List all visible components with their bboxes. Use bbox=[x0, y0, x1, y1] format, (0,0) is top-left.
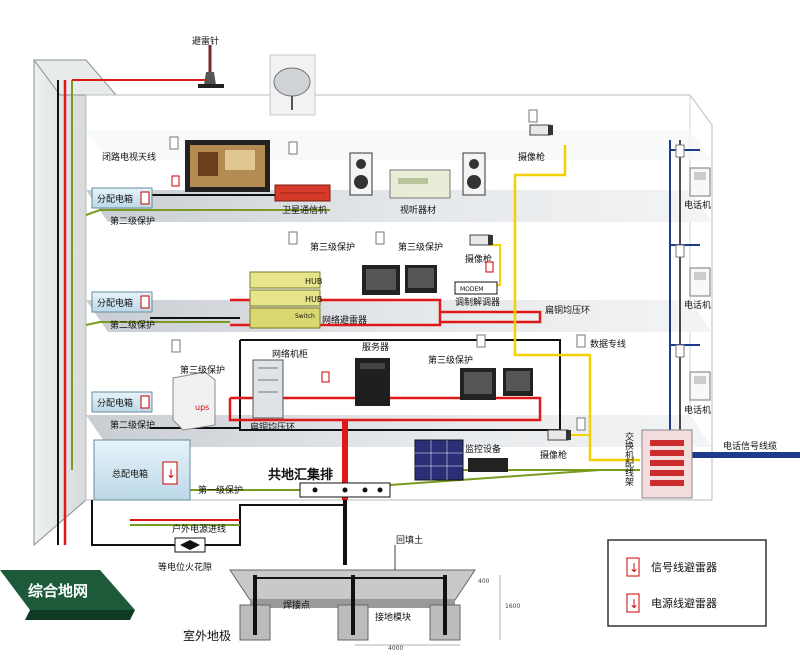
ups-unit: ups bbox=[172, 371, 216, 431]
camera-1-label: 摄像枪 bbox=[518, 151, 545, 163]
dim-1600: 1600 bbox=[505, 603, 520, 610]
network-cabinet: 网络机柜 bbox=[252, 348, 308, 419]
third-protect-3-label: 第三级保护 bbox=[180, 364, 225, 376]
dist-box-1-label: 分配电箱 bbox=[97, 193, 133, 205]
outdoor-ground-label: 室外地极 bbox=[183, 628, 231, 643]
cctv-antenna-label: 闭路电视天线 bbox=[102, 151, 156, 163]
second-protect-1-label: 第二级保护 bbox=[110, 215, 155, 227]
cctv-monitor: 闭路电视天线 bbox=[102, 140, 270, 192]
main-box-label: 总配电箱 bbox=[112, 468, 148, 480]
lightning-rod: 避雷针 bbox=[192, 35, 224, 88]
ground-bus-bar: 共地汇集排 bbox=[268, 467, 391, 498]
modem-label: 调制解调器 bbox=[455, 296, 500, 308]
camera-2-label: 摄像枪 bbox=[465, 253, 492, 265]
phone-cable-label: 电话信号线缆 bbox=[723, 440, 777, 452]
outdoor-power-label: 户外电源进线 bbox=[172, 523, 226, 535]
exchange-frame: 交换机配线架 电话信号线缆 bbox=[623, 429, 777, 499]
modem: MODEM 调制解调器 bbox=[454, 281, 500, 308]
phone-2: 电话机 bbox=[684, 267, 711, 311]
dist-box-3-label: 分配电箱 bbox=[97, 397, 133, 409]
first-protect-label: 第一级保护 bbox=[198, 484, 243, 496]
arrester-icons bbox=[169, 109, 685, 431]
second-protect-3-label: 第二级保护 bbox=[110, 419, 155, 431]
copper-ring-2-label: 扁铜均压环 bbox=[250, 421, 295, 433]
net-cabinet-label: 网络机柜 bbox=[272, 348, 308, 360]
modem-tag: MODEM bbox=[460, 286, 484, 293]
svg-text:↓: ↓ bbox=[629, 561, 639, 575]
third-protect-2-label: 第三级保护 bbox=[398, 241, 443, 253]
switch-label: Switch bbox=[295, 313, 315, 320]
satellite-device-label: 卫星通信机 bbox=[282, 204, 327, 216]
lightning-rod-label: 避雷针 bbox=[192, 35, 219, 47]
hub-2-label: HUB bbox=[305, 295, 322, 304]
ups-label: ups bbox=[195, 403, 209, 412]
ground-grid-label: 综合地网 bbox=[28, 582, 88, 600]
server-label: 服务器 bbox=[362, 341, 389, 353]
distribution-boxes: 分配电箱 第二级保护 分配电箱 第二级保护 分配电箱 第二级保护 bbox=[91, 187, 155, 431]
third-protect-4-label: 第三级保护 bbox=[428, 354, 473, 366]
ground-grid: 综合地网 bbox=[0, 570, 135, 620]
exchange-label: 交换机配线架 bbox=[623, 431, 634, 487]
ground-bus-label: 共地汇集排 bbox=[268, 467, 333, 483]
dist-box-2-label: 分配电箱 bbox=[97, 297, 133, 309]
dist-box-3: 分配电箱 第二级保护 bbox=[91, 391, 155, 431]
phone-3-label: 电话机 bbox=[684, 404, 711, 416]
legend-signal-label: 信号线避雷器 bbox=[651, 560, 717, 574]
svg-text:↓: ↓ bbox=[166, 467, 176, 481]
dim-4000: 4000 bbox=[388, 645, 403, 652]
backfill-label: 回填土 bbox=[396, 534, 423, 546]
workstations bbox=[362, 265, 533, 400]
weld-point-label: 焊接点 bbox=[283, 599, 310, 611]
monitor-equip-label: 监控设备 bbox=[465, 443, 501, 455]
dim-400: 400 bbox=[478, 578, 490, 585]
server: 服务器 bbox=[355, 341, 390, 406]
copper-ring-1-label: 扁铜均压环 bbox=[545, 304, 590, 316]
camera-3-label: 摄像枪 bbox=[540, 449, 567, 461]
camera-2: 摄像枪 bbox=[465, 234, 493, 265]
monitoring-equipment: 监控设备 bbox=[414, 439, 508, 481]
phones: 电话机 电话机 电话机 bbox=[684, 167, 711, 416]
spark-gap: 等电位火花隙 bbox=[158, 537, 212, 573]
phone-1: 电话机 bbox=[684, 167, 711, 211]
hub-1-label: HUB bbox=[305, 277, 322, 286]
net-arrester-label: 网络避雷器 bbox=[322, 314, 367, 326]
satellite-dish bbox=[269, 54, 316, 116]
hub-stack: HUB HUB Switch 网络避雷器 bbox=[249, 271, 367, 329]
spark-gap-label: 等电位火花隙 bbox=[158, 561, 212, 573]
outdoor-ground-pit: 回填土 焊接点 接地模块 400 1600 4000 室外地极 bbox=[183, 534, 520, 652]
phone-3: 电话机 bbox=[684, 371, 711, 416]
ground-module-label: 接地模块 bbox=[375, 611, 411, 623]
svg-text:↓: ↓ bbox=[629, 597, 639, 611]
phone-2-label: 电话机 bbox=[684, 299, 711, 311]
av-equipment: 视听器材 bbox=[389, 169, 451, 216]
speakers bbox=[349, 152, 486, 196]
third-protect-1-label: 第三级保护 bbox=[310, 241, 355, 253]
second-protect-2-label: 第二级保护 bbox=[110, 319, 155, 331]
cameras: 摄像枪 摄像枪 摄像枪 bbox=[465, 124, 571, 461]
satellite-device: 卫星通信机 bbox=[274, 184, 331, 216]
camera-1: 摄像枪 bbox=[518, 124, 553, 163]
legend: ↓ 信号线避雷器 ↓ 电源线避雷器 bbox=[607, 539, 767, 627]
camera-3: 摄像枪 bbox=[540, 429, 571, 461]
phone-wiring bbox=[669, 140, 800, 458]
phone-1-label: 电话机 bbox=[684, 199, 711, 211]
data-line-label: 数据专线 bbox=[590, 338, 626, 350]
main-distribution-box: 总配电箱 ↓ 第一级保护 bbox=[93, 439, 243, 501]
dist-box-1: 分配电箱 第二级保护 bbox=[91, 187, 155, 227]
av-equipment-label: 视听器材 bbox=[400, 204, 436, 216]
legend-power-label: 电源线避雷器 bbox=[651, 596, 717, 610]
dist-box-2: 分配电箱 第二级保护 bbox=[91, 291, 155, 331]
